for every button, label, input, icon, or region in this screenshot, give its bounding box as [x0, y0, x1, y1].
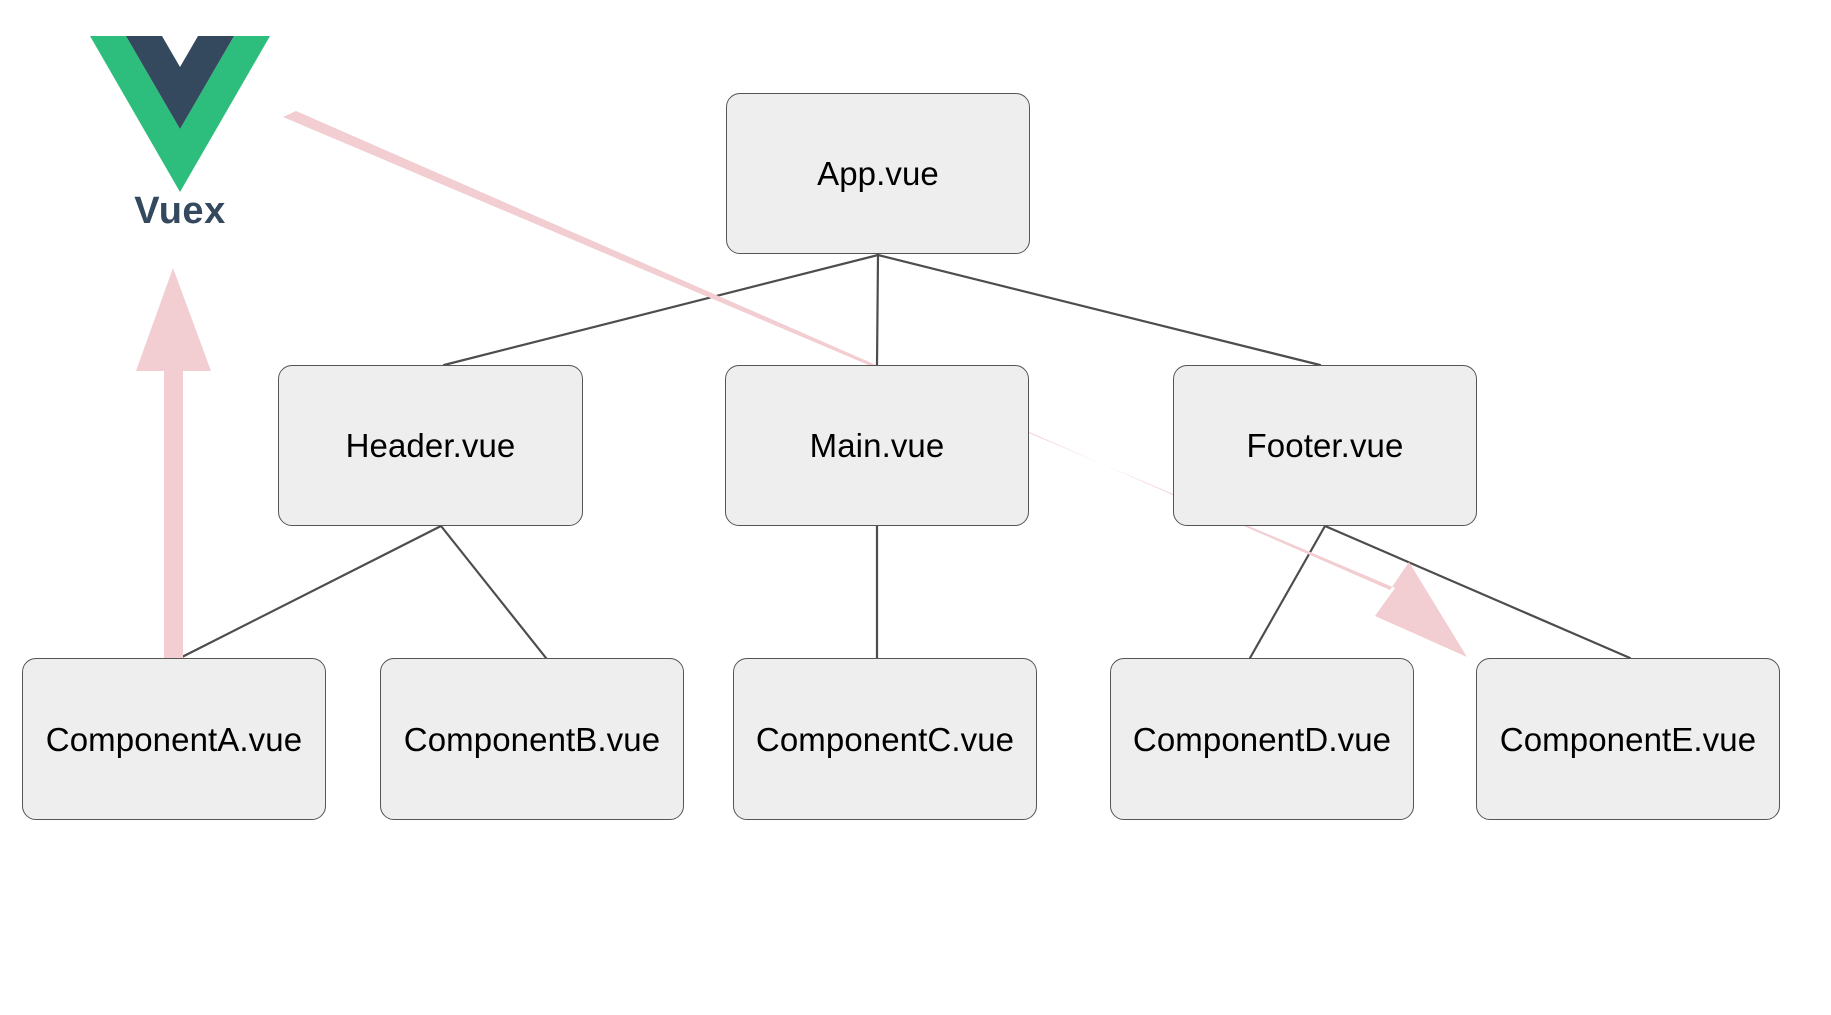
node-label: Footer.vue: [1246, 427, 1404, 464]
vue-logo-inner-v: [126, 36, 234, 129]
vuex-logo-label: Vuex: [134, 190, 226, 232]
node-label: ComponentE.vue: [1499, 720, 1757, 758]
edge-header-b: [439, 524, 548, 660]
edge-app-main: [875, 253, 880, 367]
node-component-e-vue[interactable]: ComponentE.vue: [1476, 658, 1780, 820]
node-app-vue[interactable]: App.vue: [726, 93, 1030, 254]
node-header-vue[interactable]: Header.vue: [278, 365, 583, 526]
edge-app-header: [442, 253, 880, 367]
node-label: ComponentD.vue: [1132, 720, 1392, 758]
node-footer-vue[interactable]: Footer.vue: [1173, 365, 1477, 526]
arrow-store-to-component-e: [283, 111, 1467, 657]
edge-footer-e: [1323, 524, 1632, 660]
edge-header-a: [178, 524, 443, 660]
node-main-vue[interactable]: Main.vue: [725, 365, 1029, 526]
arrow-component-a-to-store: [136, 268, 211, 660]
edge-app-footer: [876, 253, 1322, 367]
node-component-b-vue[interactable]: ComponentB.vue: [380, 658, 684, 820]
node-component-d-vue[interactable]: ComponentD.vue: [1110, 658, 1414, 820]
node-label: App.vue: [817, 155, 939, 192]
node-component-a-vue[interactable]: ComponentA.vue: [22, 658, 326, 820]
vuex-logo-icon: [90, 36, 270, 192]
node-label: Header.vue: [345, 427, 516, 464]
vue-logo-outer-v: [90, 36, 270, 192]
node-label: Main.vue: [809, 427, 945, 464]
node-label: ComponentC.vue: [755, 720, 1015, 758]
edge-footer-d: [1248, 524, 1327, 660]
node-label: ComponentB.vue: [403, 720, 661, 758]
node-component-c-vue[interactable]: ComponentC.vue: [733, 658, 1037, 820]
node-label: ComponentA.vue: [45, 720, 303, 758]
